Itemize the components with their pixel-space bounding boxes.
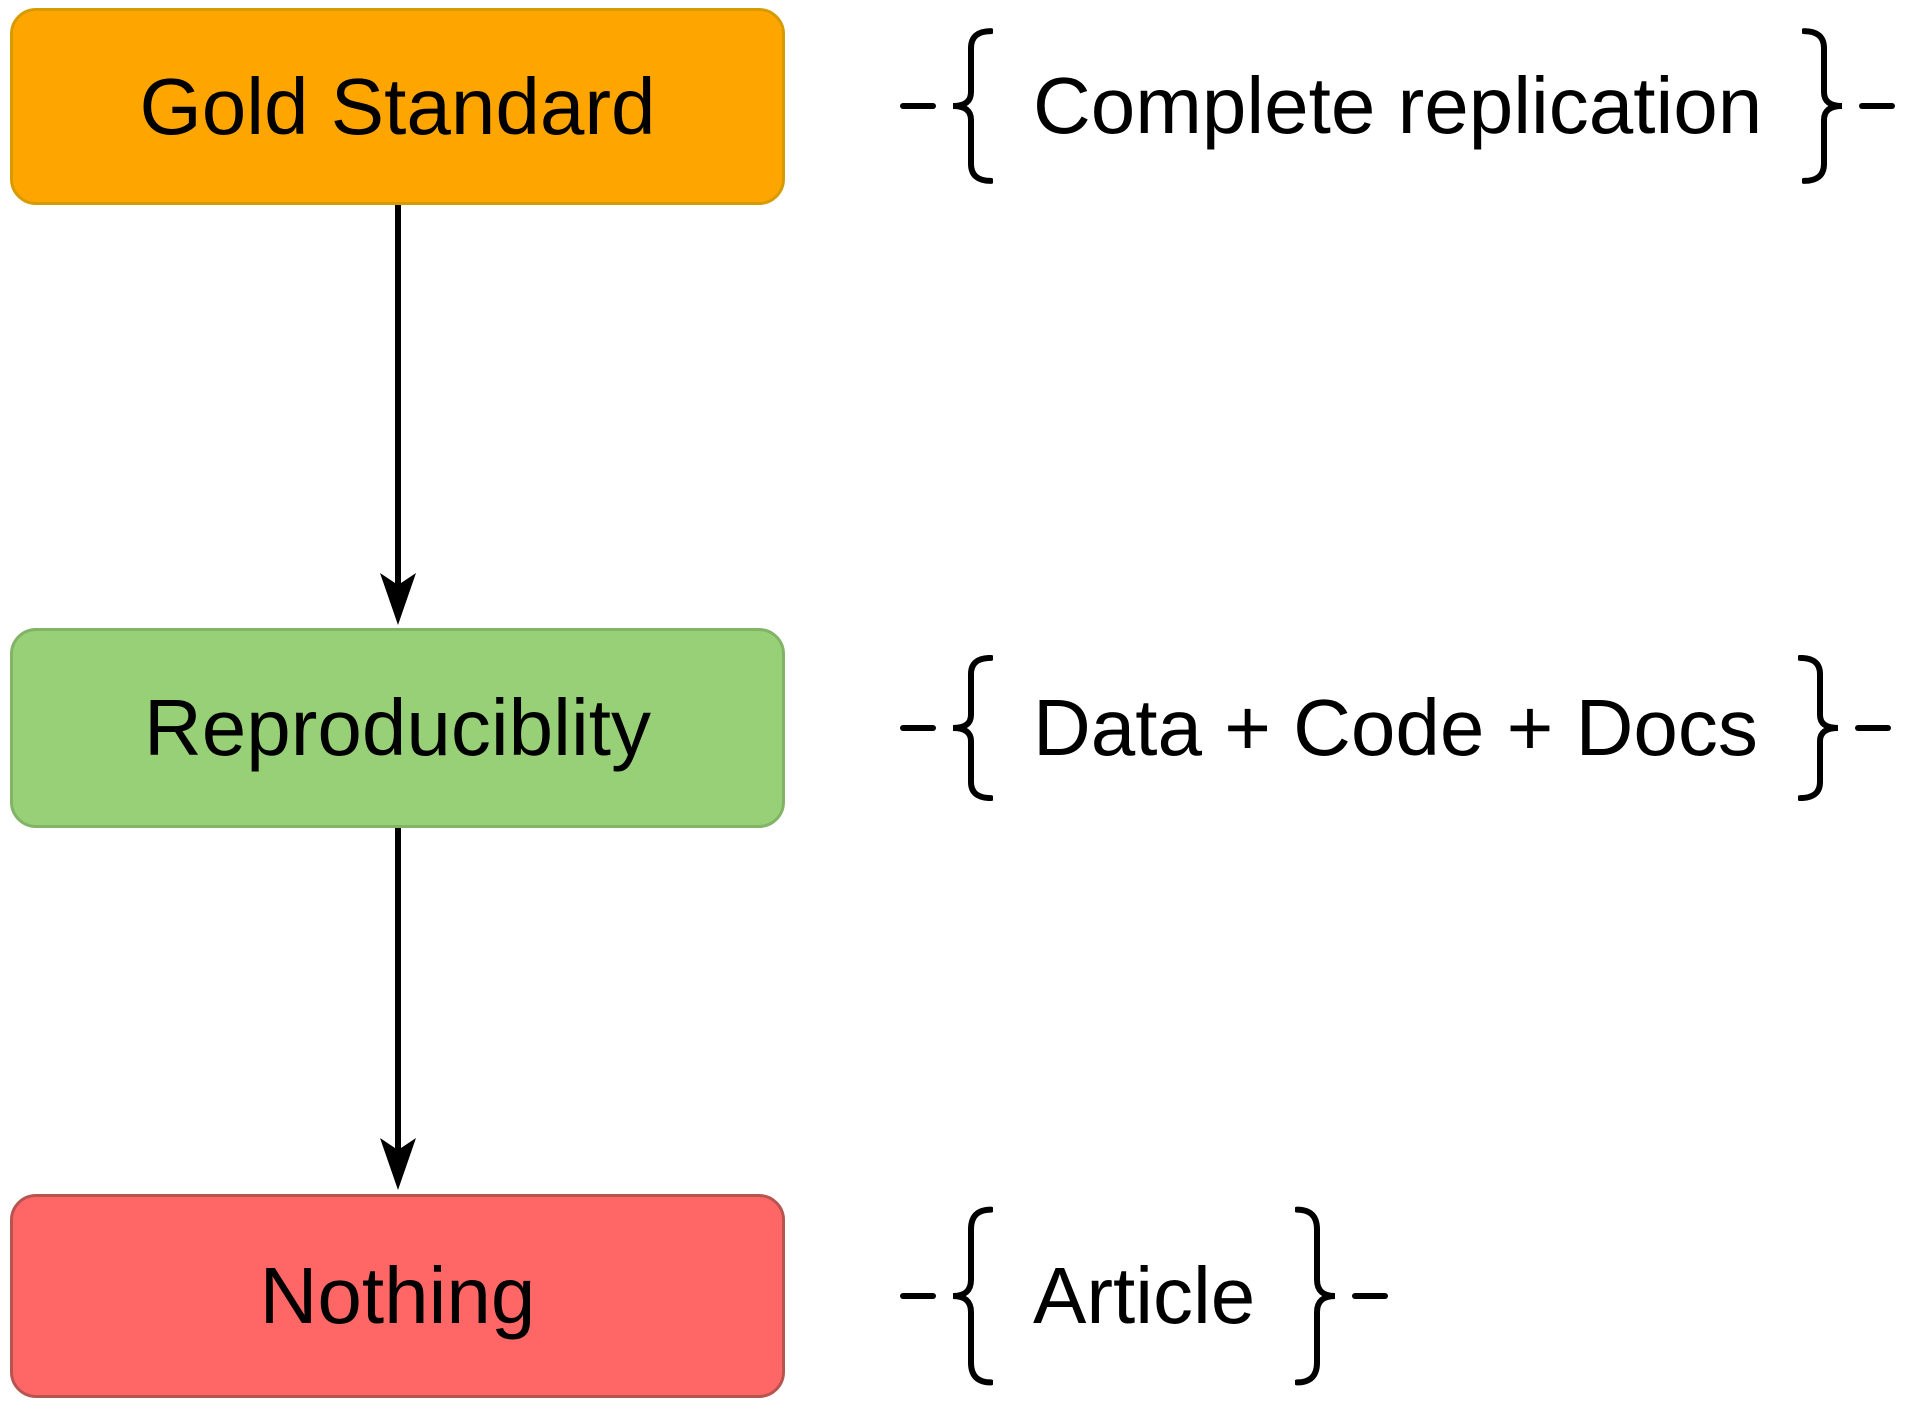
connector-dash bbox=[900, 103, 936, 109]
connector-dash bbox=[1854, 725, 1891, 731]
node-gold-standard-label: Gold Standard bbox=[139, 61, 656, 151]
left-brace-icon bbox=[941, 28, 993, 184]
annotation-reproduciblity: Data + Code + Docs bbox=[895, 655, 1896, 801]
annotation-gold-standard-label: Complete replication bbox=[1033, 61, 1763, 150]
annotation-nothing: Article bbox=[895, 1206, 1393, 1386]
node-reproduciblity: Reproduciblity bbox=[10, 628, 785, 828]
right-brace-icon bbox=[1295, 1206, 1347, 1386]
connector-dash bbox=[900, 725, 936, 731]
node-gold-standard: Gold Standard bbox=[10, 8, 785, 205]
node-nothing-label: Nothing bbox=[259, 1251, 536, 1340]
connector-dash bbox=[1859, 103, 1896, 109]
left-brace-icon bbox=[941, 1206, 993, 1386]
arrow-gold-to-reproduciblity-icon bbox=[380, 205, 416, 625]
left-brace-icon bbox=[941, 655, 993, 801]
annotation-nothing-label: Article bbox=[1033, 1251, 1256, 1340]
annotation-reproduciblity-label: Data + Code + Docs bbox=[1033, 683, 1758, 772]
connector-dash bbox=[1352, 1293, 1389, 1299]
right-brace-icon bbox=[1802, 28, 1854, 184]
node-reproduciblity-label: Reproduciblity bbox=[144, 683, 651, 772]
right-brace-icon bbox=[1798, 655, 1850, 801]
connector-dash bbox=[900, 1293, 936, 1299]
annotation-gold-standard: Complete replication bbox=[895, 28, 1900, 184]
node-nothing: Nothing bbox=[10, 1194, 785, 1398]
arrow-reproduciblity-to-nothing-icon bbox=[380, 828, 416, 1190]
